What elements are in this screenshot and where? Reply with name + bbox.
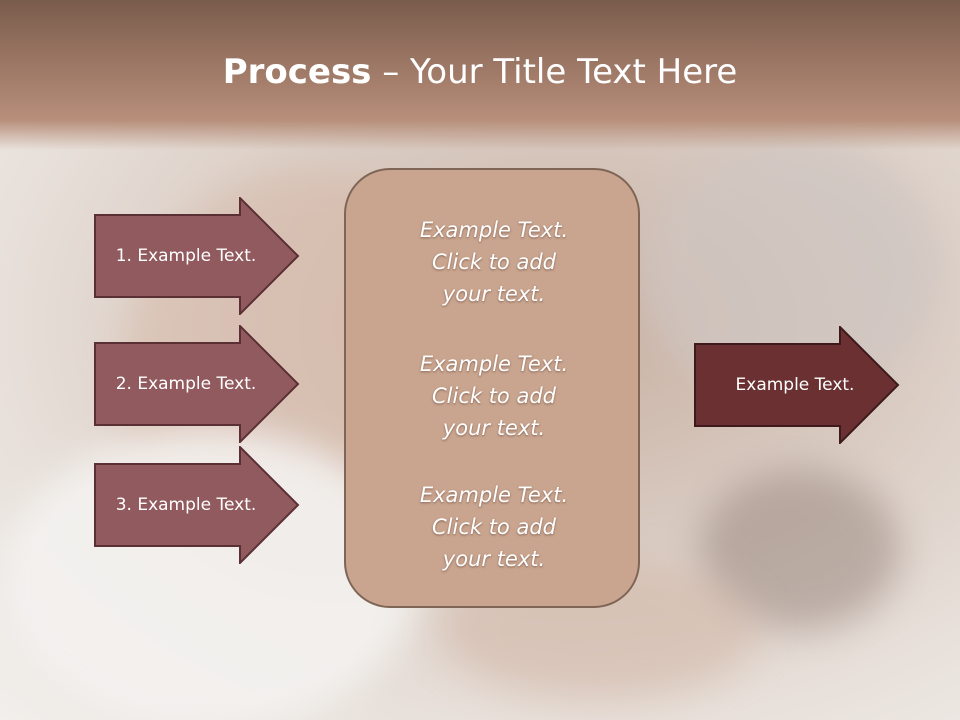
left-arrow-1-label: 1. Example Text. — [115, 246, 257, 266]
paragraph-line: your text. — [442, 416, 546, 440]
center-paragraph-2: Example Text. Click to add your text. — [346, 348, 642, 444]
slide-title[interactable]: Process – Your Title Text Here — [0, 52, 960, 92]
paragraph-line: Example Text. — [419, 218, 569, 242]
left-arrow-1[interactable] — [94, 197, 300, 315]
title-bold-text: Process — [222, 52, 372, 92]
paragraph-line: Example Text. — [419, 352, 569, 376]
paragraph-line: Click to add — [431, 384, 556, 408]
left-arrow-3-label: 3. Example Text. — [115, 495, 257, 515]
paragraph-line: Click to add — [431, 515, 556, 539]
paragraph-line: Click to add — [431, 250, 556, 274]
center-paragraph-1: Example Text. Click to add your text. — [346, 214, 642, 310]
paragraph-line: your text. — [442, 547, 546, 571]
left-arrow-2-label: 2. Example Text. — [115, 374, 257, 394]
title-band — [0, 0, 960, 150]
paragraph-line: your text. — [442, 282, 546, 306]
center-paragraph-3: Example Text. Click to add your text. — [346, 479, 642, 575]
right-arrow-label: Example Text. — [735, 375, 855, 395]
paragraph-line: Example Text. — [419, 483, 569, 507]
left-arrow-3[interactable] — [94, 446, 300, 564]
right-arrow[interactable] — [694, 326, 900, 444]
title-text: – Your Title Text Here — [371, 52, 738, 92]
center-text-box[interactable]: Example Text. Click to add your text. Ex… — [344, 168, 640, 608]
left-arrow-2[interactable] — [94, 325, 300, 443]
